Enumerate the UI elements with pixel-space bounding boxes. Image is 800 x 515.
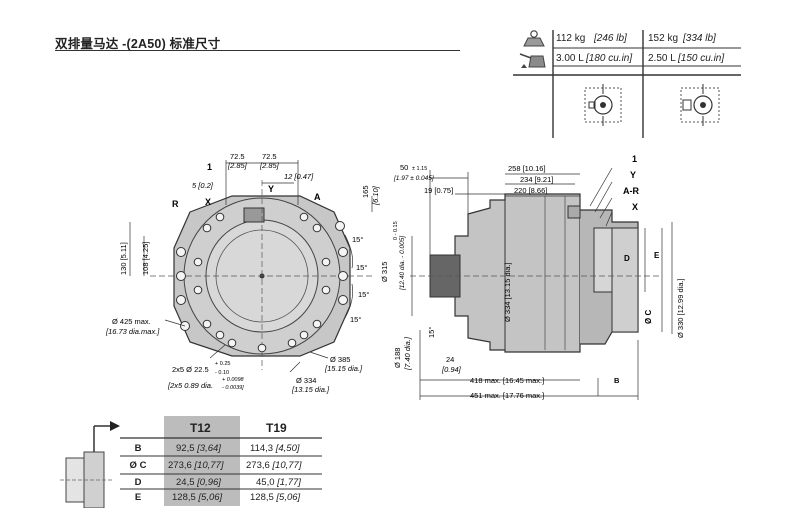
dim-24-in: [0.94] (441, 365, 462, 374)
cell-d-t12: 24,5 [0,96] (176, 477, 221, 488)
dim-385: Ø 385 (330, 355, 350, 364)
dim-50-tol: ± 1.15 (412, 166, 427, 172)
dim-19: 19 [0.75] (424, 186, 453, 195)
title-rule (55, 50, 460, 51)
front-view: 1 Y X R A 72.5 [2.85] 72.5 [2.85] 5 [0.2… (105, 152, 380, 394)
dim-165-in: [6.10] (371, 185, 380, 206)
dim-188-in: [7.40 dia.] (403, 336, 412, 371)
volume-a-imperial: [180 cu.in] (586, 53, 633, 64)
dim-holes-tol-minus: - 0.10 (215, 370, 229, 376)
page-title: 双排量马达 -(2A50) 标准尺寸 (55, 37, 221, 51)
dim-418: 418 max. [16.45 max.] (470, 376, 544, 385)
dim-220: 220 [8.66] (514, 186, 547, 195)
row-label-d: D (134, 477, 142, 488)
side-label-d: D (624, 254, 630, 263)
spec-grid (513, 30, 741, 138)
dim-50: 50 (400, 163, 408, 172)
side-label-e: E (654, 251, 660, 260)
dim-72-5-b: 72.5 (262, 152, 277, 161)
profile-sketch (60, 421, 120, 508)
row-label-c: Ø C (129, 460, 147, 471)
volume-b: 2.50 L (648, 53, 676, 64)
dim-425-in: [16.73 dia.max.] (105, 327, 160, 336)
dim-holes-in: [2x5 0.89 dia. (167, 381, 213, 390)
dim-holes-in-tol-minus: - 0.0039] (222, 385, 244, 391)
weight-a: 112 kg (556, 33, 586, 44)
volume-a: 3.00 L (556, 53, 584, 64)
col-header-t19: T19 (266, 421, 287, 435)
port-symbol-a (584, 84, 622, 126)
cell-b-t19: 114,3 [4,50] (250, 443, 300, 454)
volume-b-imperial: [150 cu.in] (678, 53, 725, 64)
dim-165: 165 (361, 185, 370, 198)
angle-15-a: 15° (352, 235, 363, 244)
dim-5: 5 [0.2] (192, 181, 214, 190)
label-x: X (205, 197, 211, 207)
side-label-c: Ø C (644, 310, 653, 324)
dim-24: 24 (446, 355, 454, 364)
dim-334: Ø 334 (296, 376, 316, 385)
row-label-b: B (134, 443, 142, 454)
cell-c-t19: 273,6 [10,77] (246, 460, 302, 471)
side-label-ar: A-R (623, 186, 639, 196)
dim-315-in: [12.40 dia. - 0.005] (399, 236, 406, 291)
side-view: 1 Y A-R X D E Ø C 50 ± 1.15 [1.97 ± 0.04… (380, 154, 685, 400)
oil-can-icon (519, 53, 546, 68)
dim-holes-tol-plus: + 0.25 (215, 361, 230, 367)
dim-334-in: [13.15 dia.] (291, 385, 330, 394)
dim-188: Ø 188 (393, 348, 402, 368)
table-grid (120, 437, 322, 490)
cell-e-t19: 128,5 [5,06] (250, 492, 301, 503)
dim-12: 12 [0.47] (284, 172, 314, 181)
dim-holes-in-tol-plus: + 0.0098 (222, 377, 245, 383)
dim-72-5-b-in: [2.85] (259, 161, 280, 170)
label-r: R (172, 199, 179, 209)
label-1: 1 (207, 162, 212, 172)
label-y: Y (268, 184, 274, 194)
dim-holes: 2x5 Ø 22.5 (172, 365, 209, 374)
dim-330: Ø 330 [12.99 dia.] (676, 278, 685, 338)
dim-72-5-a: 72.5 (230, 152, 245, 161)
dim-234: 234 [9.21] (520, 175, 553, 184)
dim-385-in: [15.15 dia.] (324, 364, 363, 373)
angle-15-c: 15° (358, 290, 369, 299)
side-label-x: X (632, 202, 638, 212)
col-header-t12: T12 (190, 421, 211, 435)
weight-a-imperial: [246 lb] (594, 33, 627, 44)
label-a: A (314, 192, 321, 202)
cell-c-t12: 273,6 [10,77] (168, 460, 224, 471)
dim-315-tol: 0 - 0.15 (393, 221, 399, 240)
dim-130: 130 [5.11] (119, 242, 128, 275)
angle-15-b: 15° (356, 263, 367, 272)
dim-451: 451 max. [17.76 max.] (470, 391, 544, 400)
weight-b-imperial: [334 lb] (683, 33, 716, 44)
weight-icon (523, 30, 545, 47)
angle-15-side: 15° (427, 327, 436, 338)
dim-50-in: [1.97 ± 0.045] (393, 175, 434, 182)
cell-d-t19: 45,0 [1,77] (256, 477, 301, 488)
technical-drawing: 1 Y X R A 72.5 [2.85] 72.5 [2.85] 5 [0.2… (105, 152, 685, 400)
dim-72-5-a-in: [2.85] (227, 161, 248, 170)
dim-108: 108 [4.25] (141, 242, 150, 275)
dim-b: B (614, 376, 620, 385)
side-label-1: 1 (632, 154, 637, 164)
t12-highlight (164, 416, 240, 506)
dim-315: Ø 315 (380, 262, 389, 282)
cell-e-t12: 128,5 [5,06] (172, 492, 223, 503)
port-symbol-b (680, 84, 720, 126)
dim-334-side: Ø 334 [13.15 dia.] (503, 262, 512, 322)
cell-b-t12: 92,5 [3,64] (176, 443, 221, 454)
weight-b: 152 kg (648, 33, 679, 44)
dim-258: 258 [10.16] (508, 164, 546, 173)
side-label-y: Y (630, 170, 636, 180)
angle-15-d: 15° (350, 315, 361, 324)
row-label-e: E (134, 492, 142, 503)
dim-425: Ø 425 max. (112, 317, 151, 326)
